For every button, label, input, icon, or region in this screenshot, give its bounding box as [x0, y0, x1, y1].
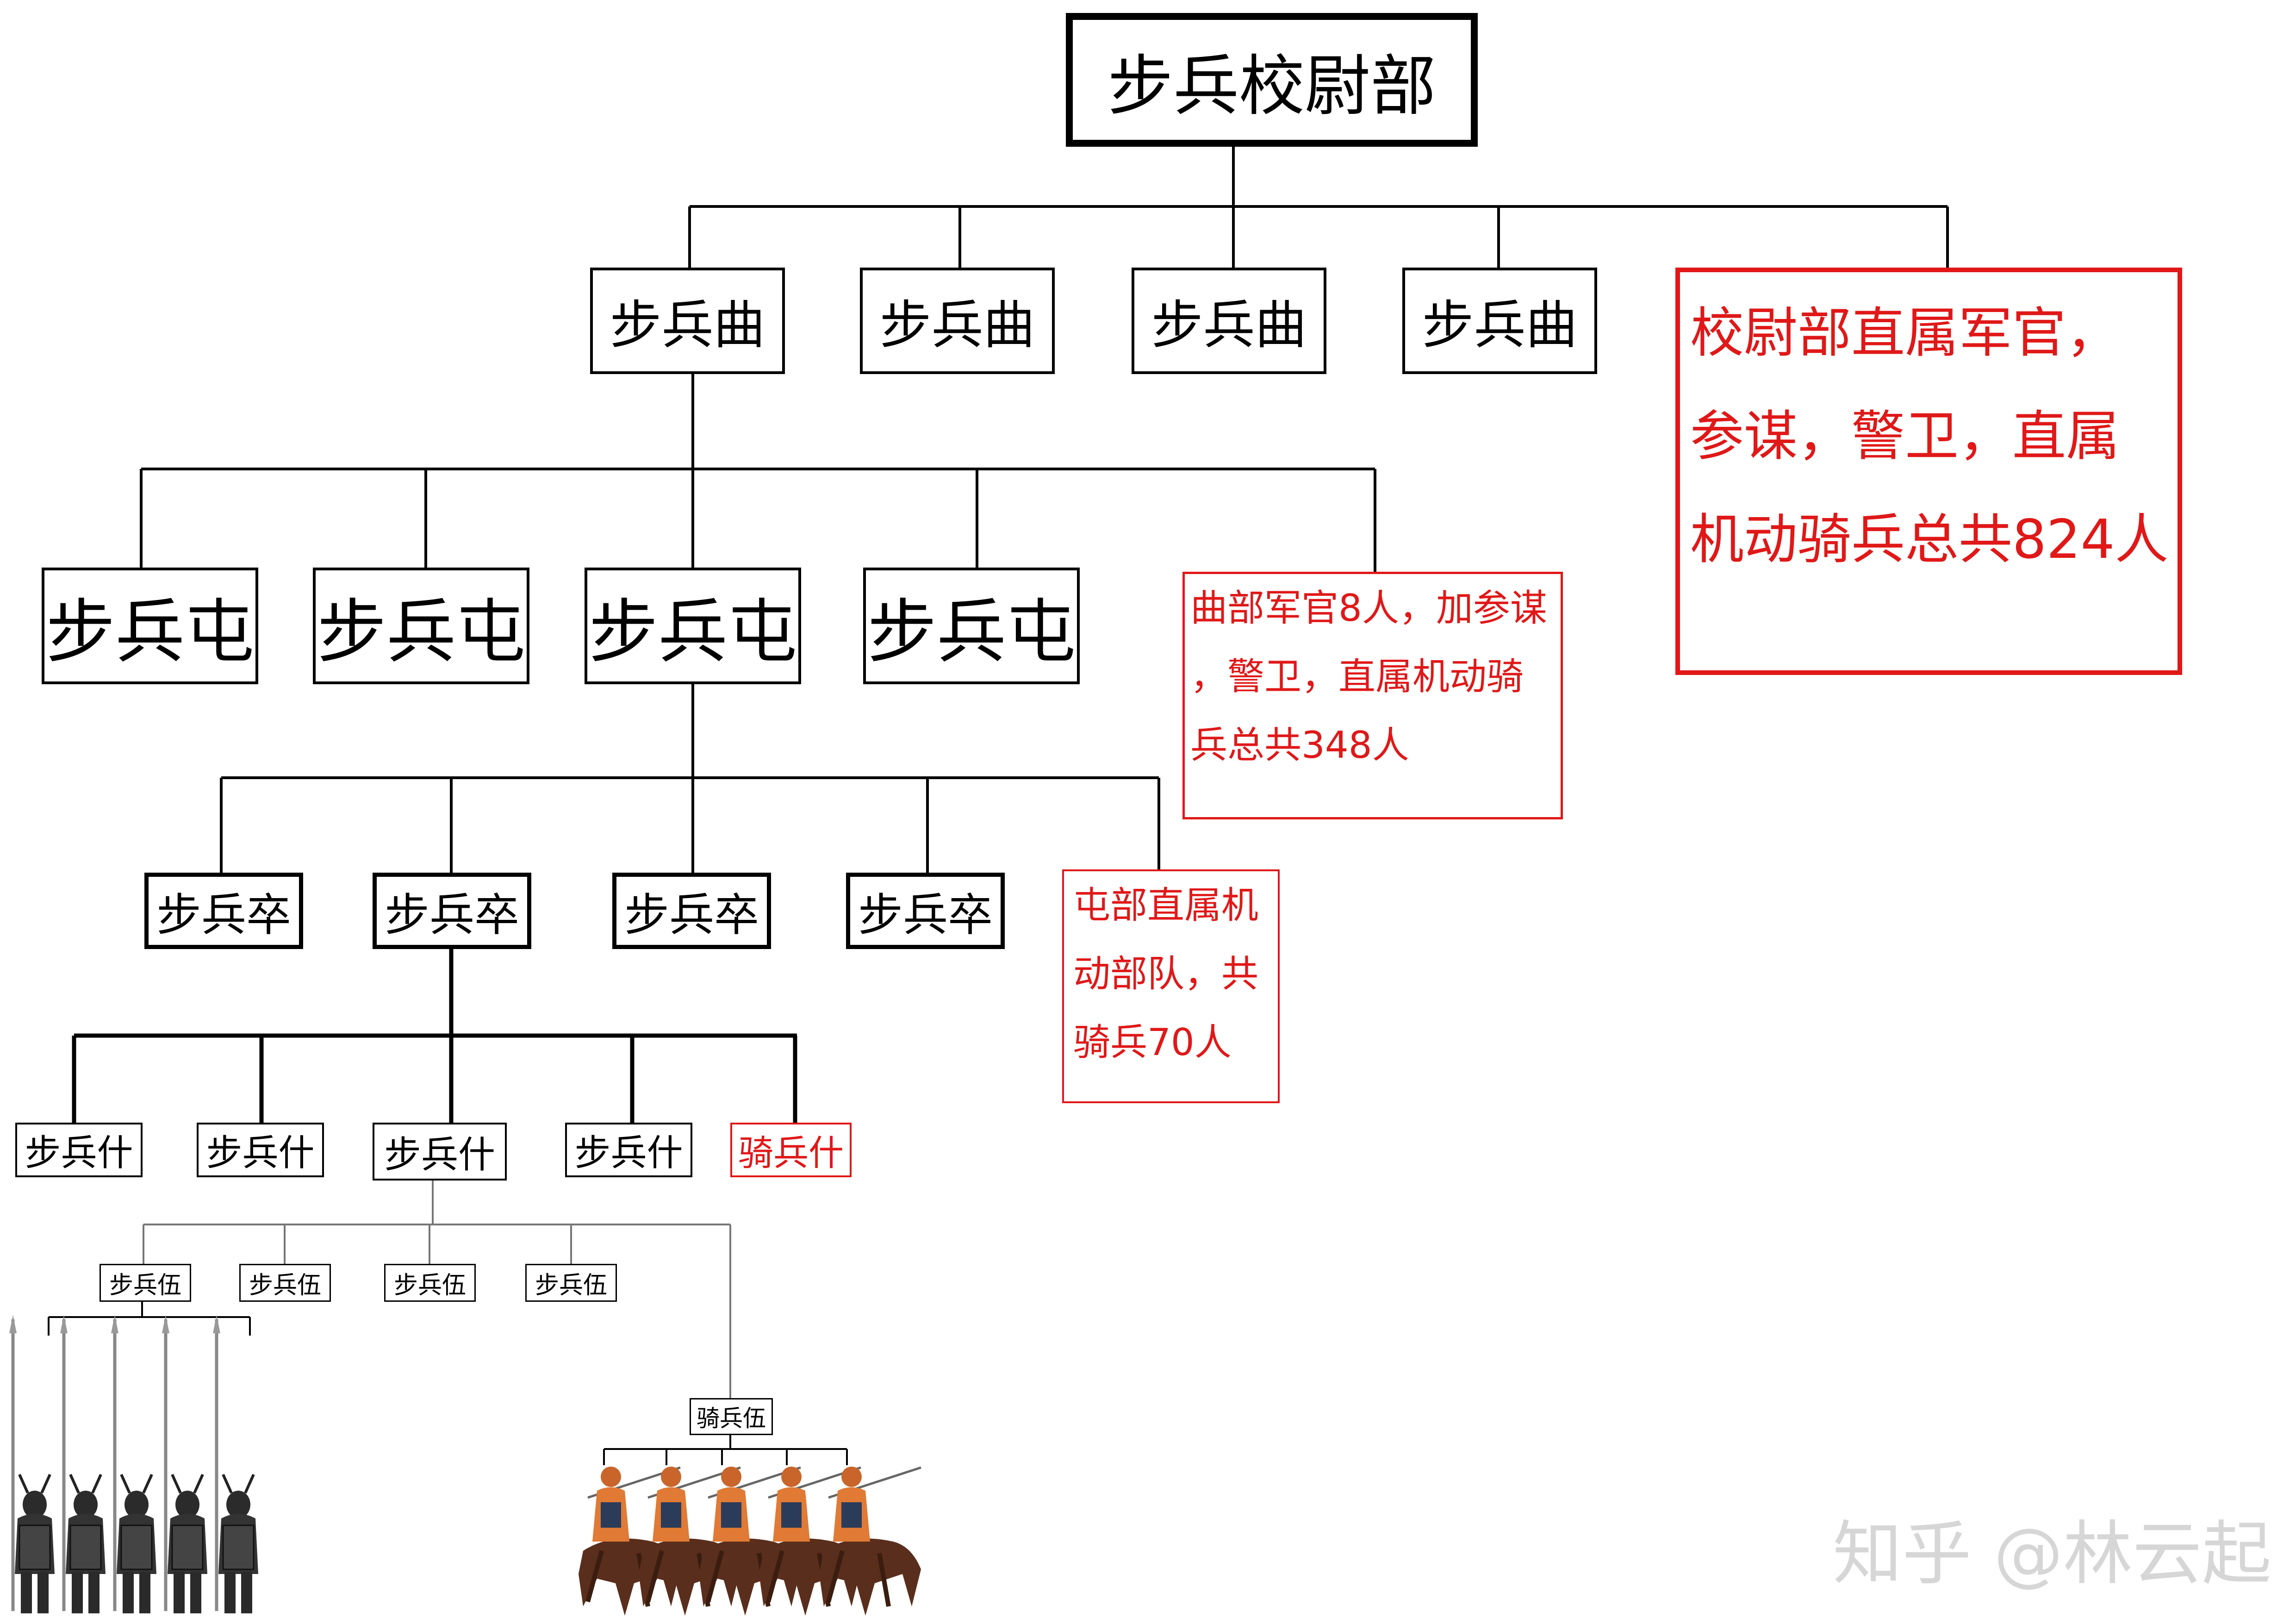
cavalry-wu-label: 骑兵伍	[697, 1405, 766, 1432]
zu-label: 步兵卒	[858, 889, 993, 941]
root-label: 步兵校尉部	[1108, 48, 1436, 125]
spear-infantry-icon	[9, 1315, 55, 1613]
wu-label: 步兵伍	[535, 1271, 607, 1299]
note-line: 机动骑兵总共824人	[1690, 508, 2169, 571]
note-line: 动部队，共	[1073, 952, 1258, 995]
zu-label: 步兵卒	[385, 889, 519, 941]
qu-label: 步兵曲	[1151, 295, 1307, 356]
spear-infantry-icon	[213, 1315, 258, 1613]
shi-node-2: 步兵什	[197, 1123, 324, 1177]
zu-label: 步兵卒	[624, 889, 759, 941]
qu-label: 步兵曲	[1422, 295, 1578, 356]
qu-node-1: 步兵曲	[590, 268, 785, 374]
spear-infantry-icon	[111, 1315, 156, 1613]
zu-node-4: 步兵卒	[846, 873, 1005, 949]
tun-node-3: 步兵屯	[585, 568, 801, 684]
tun-node-1: 步兵屯	[42, 568, 258, 684]
tun-label: 步兵屯	[867, 592, 1076, 673]
note-line: ，警卫，直属机动骑	[1190, 655, 1524, 698]
wu-node-3: 步兵伍	[384, 1264, 476, 1302]
shi-label: 步兵什	[574, 1132, 683, 1174]
note-line: 参谋，警卫，直属	[1690, 405, 2120, 468]
note-line: 骑兵70人	[1073, 1021, 1232, 1064]
tun-node-2: 步兵屯	[313, 568, 529, 684]
spear-infantry-icon	[60, 1315, 106, 1613]
shi-label: 步兵什	[206, 1132, 315, 1174]
root-node-xiaowei-bu: 步兵校尉部	[1066, 13, 1478, 147]
wu-node-2: 步兵伍	[239, 1264, 331, 1302]
watermark-text: 知乎 @林云起	[1833, 1514, 2271, 1594]
shi-node-3: 步兵什	[373, 1123, 507, 1181]
qu-node-2: 步兵曲	[860, 268, 1055, 374]
zu-label: 步兵卒	[156, 889, 291, 941]
shi-label: 步兵什	[384, 1133, 495, 1176]
cavalry-rider-icon	[819, 1467, 921, 1616]
qu-label: 步兵曲	[879, 295, 1035, 356]
cavalry-shi-label: 骑兵什	[738, 1132, 844, 1174]
shi-label: 步兵什	[25, 1132, 133, 1174]
note-line: 曲部军官8人，加参谋	[1190, 587, 1547, 630]
wu-node-1: 步兵伍	[100, 1264, 191, 1302]
qu-node-4: 步兵曲	[1402, 268, 1597, 374]
qu-label: 步兵曲	[610, 295, 765, 356]
xiaowei-direct-officers-note: 校尉部直属军官， 参谋，警卫，直属 机动骑兵总共824人	[1675, 268, 2182, 675]
note-line: 校尉部直属军官，	[1690, 302, 2120, 364]
tun-label: 步兵屯	[317, 592, 525, 673]
tun-direct-cavalry-note: 屯部直属机 动部队，共 骑兵70人	[1062, 869, 1280, 1103]
qu-direct-officers-note: 曲部军官8人，加参谋 ，警卫，直属机动骑 兵总共348人	[1182, 572, 1563, 819]
cavalry-wu-node: 骑兵伍	[690, 1398, 773, 1435]
infantry-squad	[9, 1315, 287, 1620]
note-line: 屯部直属机	[1073, 884, 1258, 927]
tun-label: 步兵屯	[588, 592, 797, 673]
zu-node-3: 步兵卒	[612, 873, 771, 949]
zhihu-watermark: 知乎 @林云起	[1833, 1498, 2271, 1598]
zu-node-1: 步兵卒	[144, 873, 303, 949]
zu-node-2: 步兵卒	[373, 873, 531, 949]
cavalry-shi-node: 骑兵什	[730, 1123, 852, 1177]
wu-label: 步兵伍	[393, 1271, 466, 1299]
tun-label: 步兵屯	[45, 592, 254, 673]
qu-node-3: 步兵曲	[1132, 268, 1326, 374]
wu-label: 步兵伍	[109, 1271, 181, 1299]
tun-node-4: 步兵屯	[863, 568, 1080, 684]
note-line: 兵总共348人	[1190, 724, 1409, 767]
wu-label: 步兵伍	[249, 1271, 321, 1299]
cavalry-squad	[574, 1458, 926, 1616]
shi-node-1: 步兵什	[15, 1123, 143, 1177]
wu-node-4: 步兵伍	[525, 1264, 617, 1302]
shi-node-4: 步兵什	[565, 1123, 692, 1177]
spear-infantry-icon	[162, 1315, 207, 1613]
